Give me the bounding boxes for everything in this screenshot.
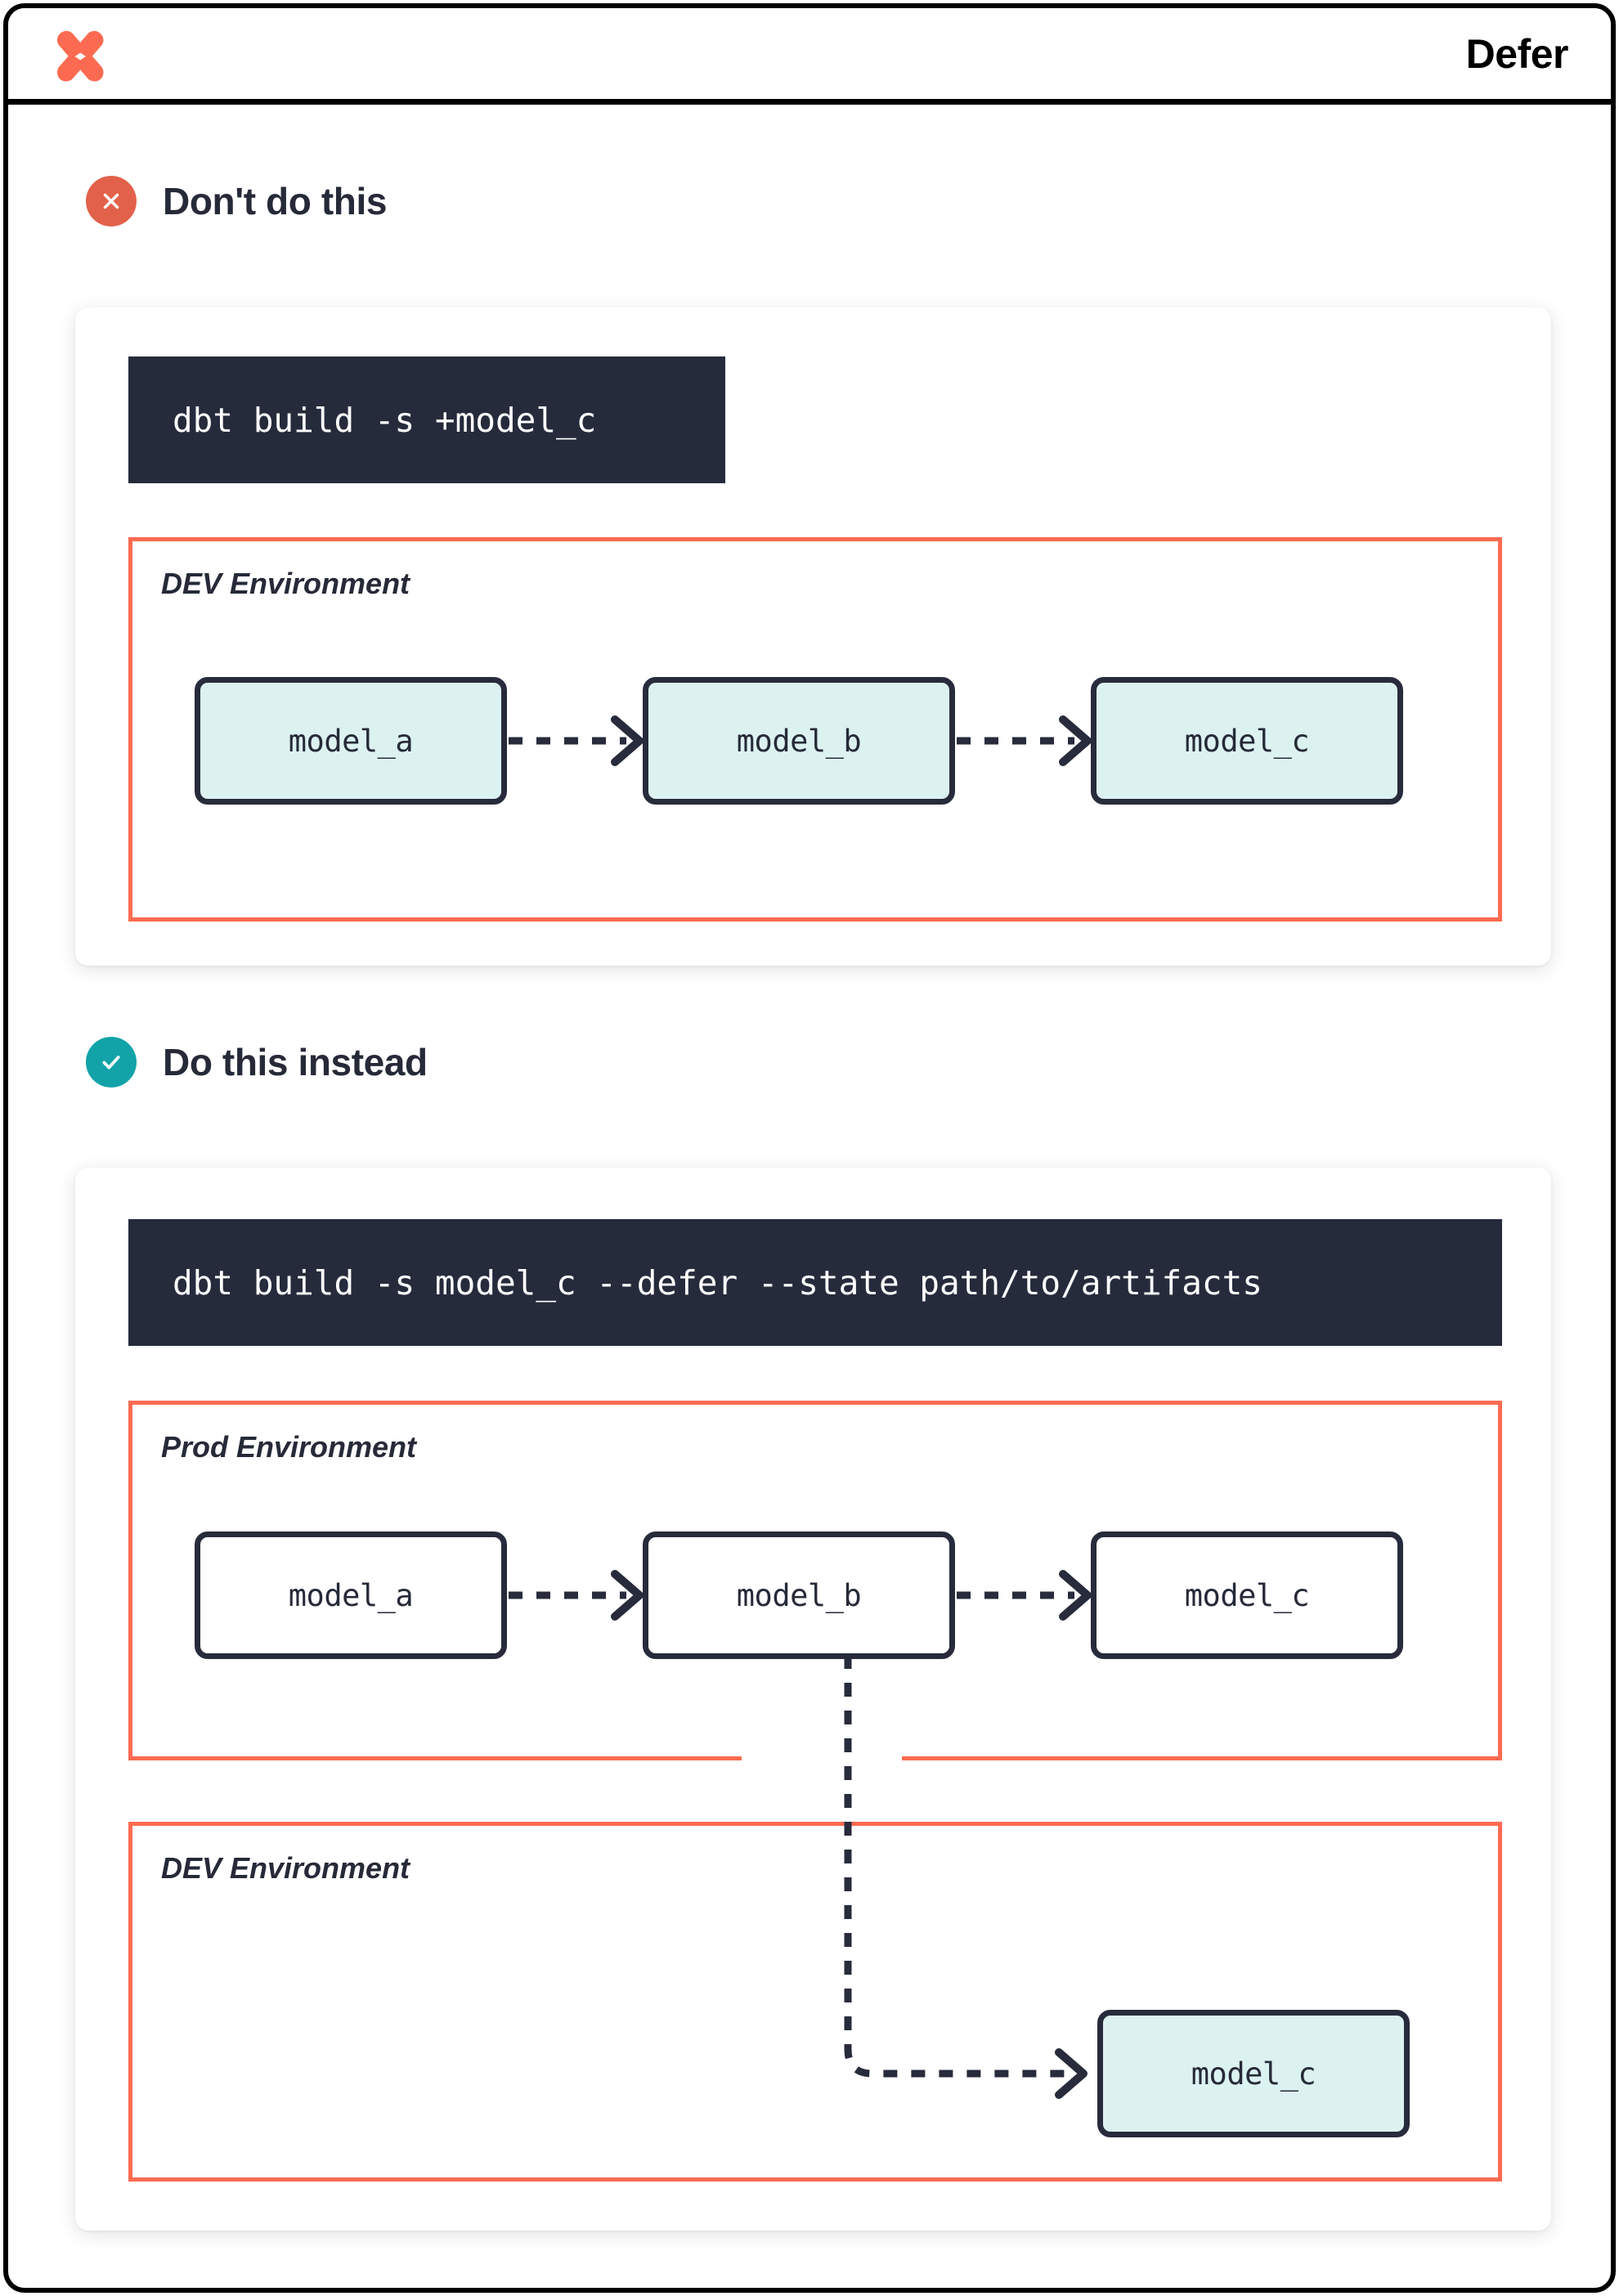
card-dont: dbt build -s +model_c DEV Environment mo… xyxy=(75,307,1551,966)
x-circle-icon xyxy=(86,176,137,226)
env-label-prod: Prod Environment xyxy=(161,1430,417,1464)
node-model-a-dev-dont[interactable]: model_a xyxy=(195,677,507,805)
node-model-b-dev-dont[interactable]: model_b xyxy=(643,677,955,805)
node-model-b-prod[interactable]: model_b xyxy=(643,1531,955,1659)
section-title-do: Do this instead xyxy=(163,1041,428,1083)
code-block-dont: dbt build -s +model_c xyxy=(128,357,725,483)
diagram-frame: Defer Don't do this dbt build -s +model_… xyxy=(3,3,1616,2293)
node-model-a-prod[interactable]: model_a xyxy=(195,1531,507,1659)
border-gap-prod-bottom xyxy=(742,1740,902,1773)
env-panel-prod: Prod Environment model_a model_b model_c xyxy=(128,1401,1502,1760)
section-title-dont: Don't do this xyxy=(163,180,388,222)
node-model-c-dev-dont[interactable]: model_c xyxy=(1091,677,1403,805)
code-block-do: dbt build -s model_c --defer --state pat… xyxy=(128,1219,1502,1346)
section-header-do: Do this instead xyxy=(86,1037,428,1087)
env-label-dev-do: DEV Environment xyxy=(161,1851,410,1885)
dbt-logo-icon xyxy=(48,25,109,88)
node-model-c-prod[interactable]: model_c xyxy=(1091,1531,1403,1659)
env-label-dev-dont: DEV Environment xyxy=(161,567,410,600)
env-panel-dev-dont: DEV Environment model_a model_b model_c xyxy=(128,537,1502,922)
check-circle-icon xyxy=(86,1037,137,1087)
env-panel-dev-do: DEV Environment model_c xyxy=(128,1822,1502,2182)
node-model-c-dev-do[interactable]: model_c xyxy=(1097,2010,1410,2137)
card-do: dbt build -s model_c --defer --state pat… xyxy=(75,1168,1551,2231)
page-title: Defer xyxy=(1465,31,1569,77)
page-header: Defer xyxy=(8,8,1611,105)
section-header-dont: Don't do this xyxy=(86,176,387,226)
